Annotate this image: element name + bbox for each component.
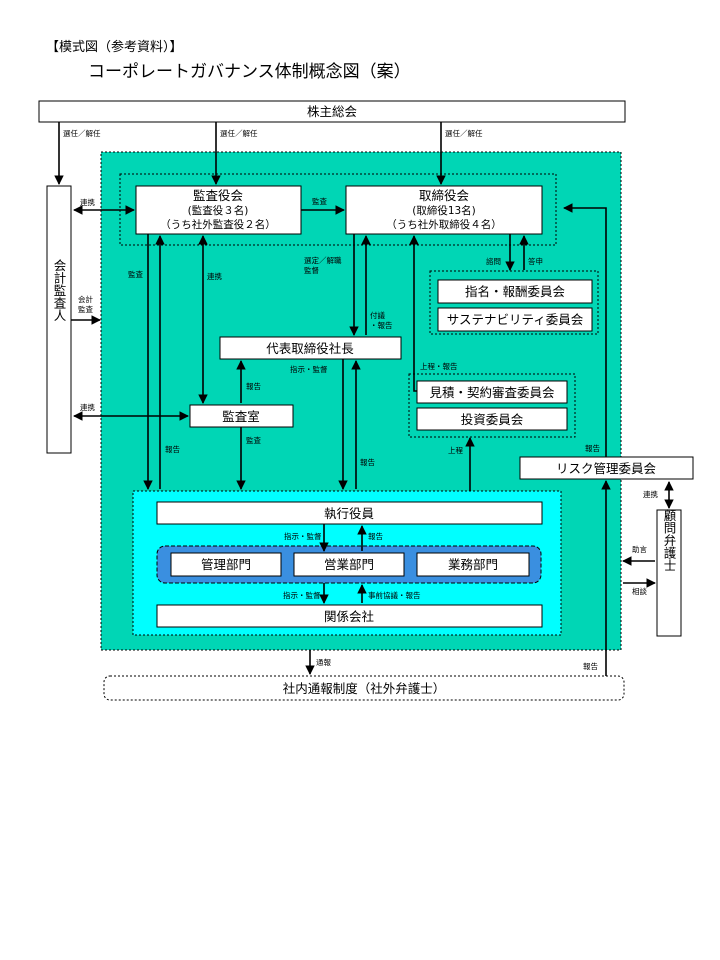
board-node: 取締役会 (取締役13名) （うち社外取締役４名） [345, 185, 543, 235]
label-jizen: 事前協議・報告 [368, 590, 421, 600]
president-label: 代表取締役社長 [266, 341, 354, 356]
label-renkei-top: 連携 [80, 197, 95, 207]
label-tsuho: 通報 [316, 657, 331, 667]
label-soudan: 相談 [632, 586, 647, 596]
diagram-title: コーポレートガバナンス体制概念図（案） [88, 62, 411, 82]
audit-office-node: 監査室 [189, 404, 294, 428]
label-shimon: 諮問 [486, 256, 501, 266]
sustainability-committee-node: サステナビリティ委員会 [437, 307, 593, 332]
officers-node: 執行役員 [156, 501, 543, 525]
label-hokoku-off: 報告 [368, 531, 383, 541]
lawyer-label: 顧問弁護士 [662, 508, 677, 572]
president-node: 代表取締役社長 [219, 336, 402, 360]
label-toshin: 答申 [528, 256, 543, 266]
label-kantoku: 監督 [304, 265, 319, 275]
label-joutei: 上程 [448, 446, 463, 455]
auditors-board-name: 監査役会 [193, 188, 244, 203]
label-kansa: 監査 [78, 304, 93, 314]
nomination-committee-node: 指名・報酬委員会 [437, 279, 593, 304]
label-renkei-ao: 連携 [80, 402, 95, 412]
audit-office-label: 監査室 [222, 409, 260, 424]
sustainability-label: サステナビリティ委員会 [447, 312, 584, 327]
label-shiji-aff: 指示・監督 [283, 590, 321, 600]
arrows [54, 122, 674, 676]
label-kansa-top: 監査 [312, 196, 327, 206]
board-group [119, 173, 557, 246]
label-joutei-report: 上程・報告 [420, 361, 458, 371]
shareholders-node: 株主総会 [38, 100, 626, 123]
label-shiji-off: 指示・監督 [284, 531, 322, 541]
auditors-board-node: 監査役会 (監査役３名) （うち社外監査役２名） [135, 185, 302, 235]
label-elect-auditor: 選任／解任 [63, 128, 101, 138]
affiliates-label: 関係会社 [324, 609, 374, 624]
whistleblower-node: 社内通報制度（社外弁護士） [103, 675, 625, 701]
auditors-board-outside: （うち社外監査役２名） [160, 218, 276, 231]
label-kansa-left: 監査 [128, 269, 143, 279]
whistleblower-label: 社内通報制度（社外弁護士） [283, 681, 446, 696]
label-hokoku-wb: 報告 [583, 661, 598, 671]
arrow-hokoku-risk [563, 203, 607, 457]
shareholders-label: 株主総会 [307, 104, 358, 119]
board-count: (取締役13名) [412, 204, 476, 217]
sales-dept-label: 営業部門 [324, 557, 374, 572]
label-hokoku-pres: 報告 [246, 381, 261, 391]
sales-dept-node: 営業部門 [293, 552, 405, 577]
label-renkei-mid: 連携 [207, 271, 222, 281]
label-hokoku-ao: 報告 [165, 444, 180, 454]
accounting-auditor-label: 会計監査人 [52, 259, 67, 322]
board-name: 取締役会 [419, 188, 470, 203]
investment-label: 投資委員会 [461, 412, 524, 427]
label-fugi-report: ・報告 [370, 320, 393, 330]
risk-label: リスク管理委員会 [556, 461, 657, 476]
lawyer-node: 顧問弁護士 [656, 508, 682, 637]
arrow-joutei-report [409, 235, 419, 392]
business-dept-label: 業務部門 [448, 557, 498, 572]
nomination-label: 指名・報酬委員会 [465, 284, 566, 299]
officers-label: 執行役員 [324, 506, 375, 521]
label-kaikei: 会計 [78, 294, 93, 304]
business-dept-node: 業務部門 [416, 552, 530, 577]
auditors-board-count: (監査役３名) [188, 204, 249, 217]
label-elect-kansayaku: 選任／解任 [220, 128, 258, 138]
label-renkei-law: 連携 [643, 489, 658, 499]
label-shiji-pres: 指示・監督 [290, 364, 328, 374]
committee-group-2 [408, 373, 576, 438]
label-senjo: 選定／解職 [304, 255, 342, 265]
label-hokoku-risk: 報告 [585, 443, 600, 453]
admin-dept-node: 管理部門 [170, 552, 282, 577]
label-kansa-ao: 監査 [246, 435, 261, 445]
label-jogen: 助言 [632, 544, 647, 554]
diagram-subtitle: 【模式図（参考資料）】 [46, 40, 183, 55]
label-elect-board: 選任／解任 [445, 128, 483, 138]
accounting-auditor-node: 会計監査人 [46, 185, 72, 454]
investment-committee-node: 投資委員会 [416, 407, 568, 431]
risk-committee-node: リスク管理委員会 [519, 456, 694, 480]
affiliates-node: 関係会社 [156, 604, 543, 628]
board-outside: （うち社外取締役４名） [386, 218, 502, 231]
label-fugi: 付議 [370, 310, 385, 320]
committee-group-1 [429, 270, 599, 335]
admin-dept-label: 管理部門 [201, 557, 251, 572]
estimate-label: 見積・契約審査委員会 [429, 385, 555, 400]
label-hokoku-mid: 報告 [360, 457, 375, 467]
estimate-committee-node: 見積・契約審査委員会 [416, 380, 568, 404]
